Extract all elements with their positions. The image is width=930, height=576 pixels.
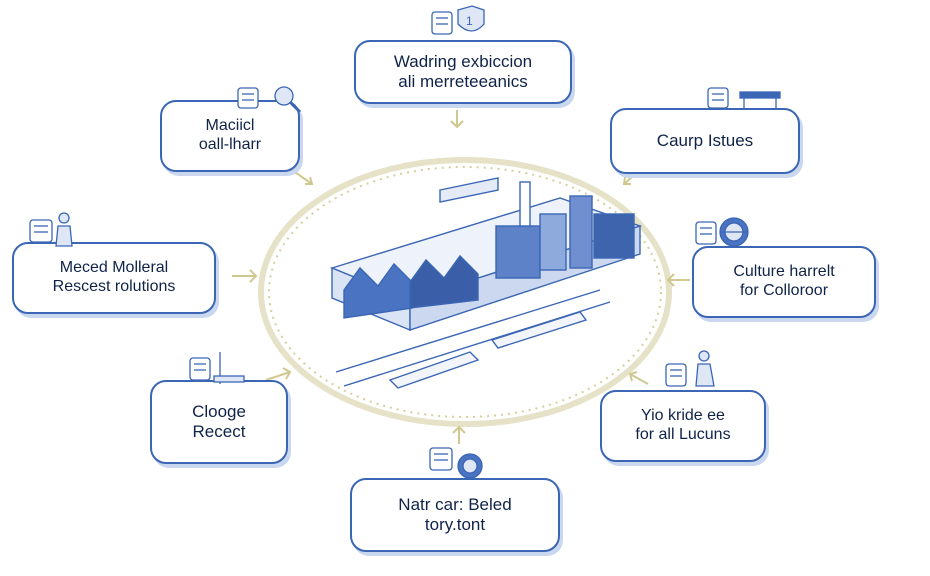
- person-icon: [695, 350, 715, 387]
- node-bottom-line-1: Natr car: Beled: [398, 494, 512, 514]
- node-top: Wadring exbiccion ali merreteeanics: [354, 40, 572, 104]
- arrow-left: [232, 269, 258, 283]
- arrow-lower-left: [265, 367, 292, 381]
- magnifier-icon: [274, 86, 302, 114]
- table-icon: [739, 91, 781, 110]
- node-bottom: Natr car: Beled tory.tont: [350, 478, 560, 552]
- arrow-top: [450, 110, 464, 129]
- factory-chimney: [519, 181, 531, 227]
- factory-block-b: [539, 213, 567, 271]
- node-right: Culture harrelt for Colloroor: [692, 246, 876, 318]
- arrow-lower-right: [628, 371, 649, 385]
- arrow-right: [666, 273, 690, 287]
- server-icon: [29, 219, 53, 243]
- node-right-line-2: for Colloroor: [739, 282, 829, 299]
- server-icon: [237, 87, 259, 109]
- node-lower-right-line-1: Yio kride ee: [641, 407, 725, 425]
- server-icon: [695, 221, 717, 245]
- node-upper-right: Caurp Istues: [610, 108, 800, 174]
- node-lower-left-line-1: Clooge: [192, 401, 246, 421]
- node-bottom-line-2: tory.tont: [424, 515, 486, 534]
- node-left-line-1: Meced Molleral: [59, 259, 169, 277]
- factory-roof-2: [409, 254, 479, 309]
- node-upper-left: Maciicl oall-lharr: [160, 100, 300, 172]
- node-lower-right-line-2: for all Lucuns: [635, 426, 731, 443]
- center-ring-dots: [268, 166, 662, 418]
- factory-rail-2: [343, 301, 611, 387]
- factory-block-c: [593, 213, 635, 259]
- shield-icon: 1: [457, 5, 485, 32]
- svg-text:1: 1: [466, 14, 473, 28]
- lamp-icon: [213, 352, 245, 384]
- node-right-line-1: Culture harrelt: [733, 263, 835, 281]
- globe-icon: [719, 217, 749, 247]
- node-top-line-2: ali merreteeanics: [398, 72, 528, 91]
- node-top-line-1: Wadring exbiccion: [393, 51, 533, 71]
- server-icon: [665, 363, 687, 387]
- arrows: [232, 110, 690, 444]
- factory-tower: [569, 195, 593, 269]
- node-upper-left-line-1: Maciicl: [205, 117, 255, 135]
- node-left: Meced Molleral Rescest rolutions: [12, 242, 216, 314]
- server-icon: [431, 11, 453, 35]
- factory-roof-1: [343, 262, 413, 319]
- server-icon: [707, 87, 729, 109]
- person-icon: [55, 212, 73, 247]
- arrow-upper-left: [291, 169, 314, 185]
- center-ring: [258, 157, 672, 427]
- globe-icon: [457, 453, 483, 479]
- factory-track-1: [388, 351, 480, 389]
- arrow-bottom: [452, 425, 466, 444]
- factory-conveyor: [439, 177, 499, 203]
- server-icon: [189, 357, 211, 381]
- node-lower-left: Clooge Recect: [150, 380, 288, 464]
- node-lower-left-line-2: Recect: [192, 422, 246, 441]
- node-upper-left-line-2: oall-lharr: [198, 136, 262, 153]
- node-lower-right: Yio kride ee for all Lucuns: [600, 390, 766, 462]
- node-upper-right-line-1: Caurp Istues: [656, 130, 754, 150]
- node-left-line-2: Rescest rolutions: [52, 278, 176, 295]
- factory-rail: [335, 289, 601, 373]
- server-icon: [429, 447, 453, 471]
